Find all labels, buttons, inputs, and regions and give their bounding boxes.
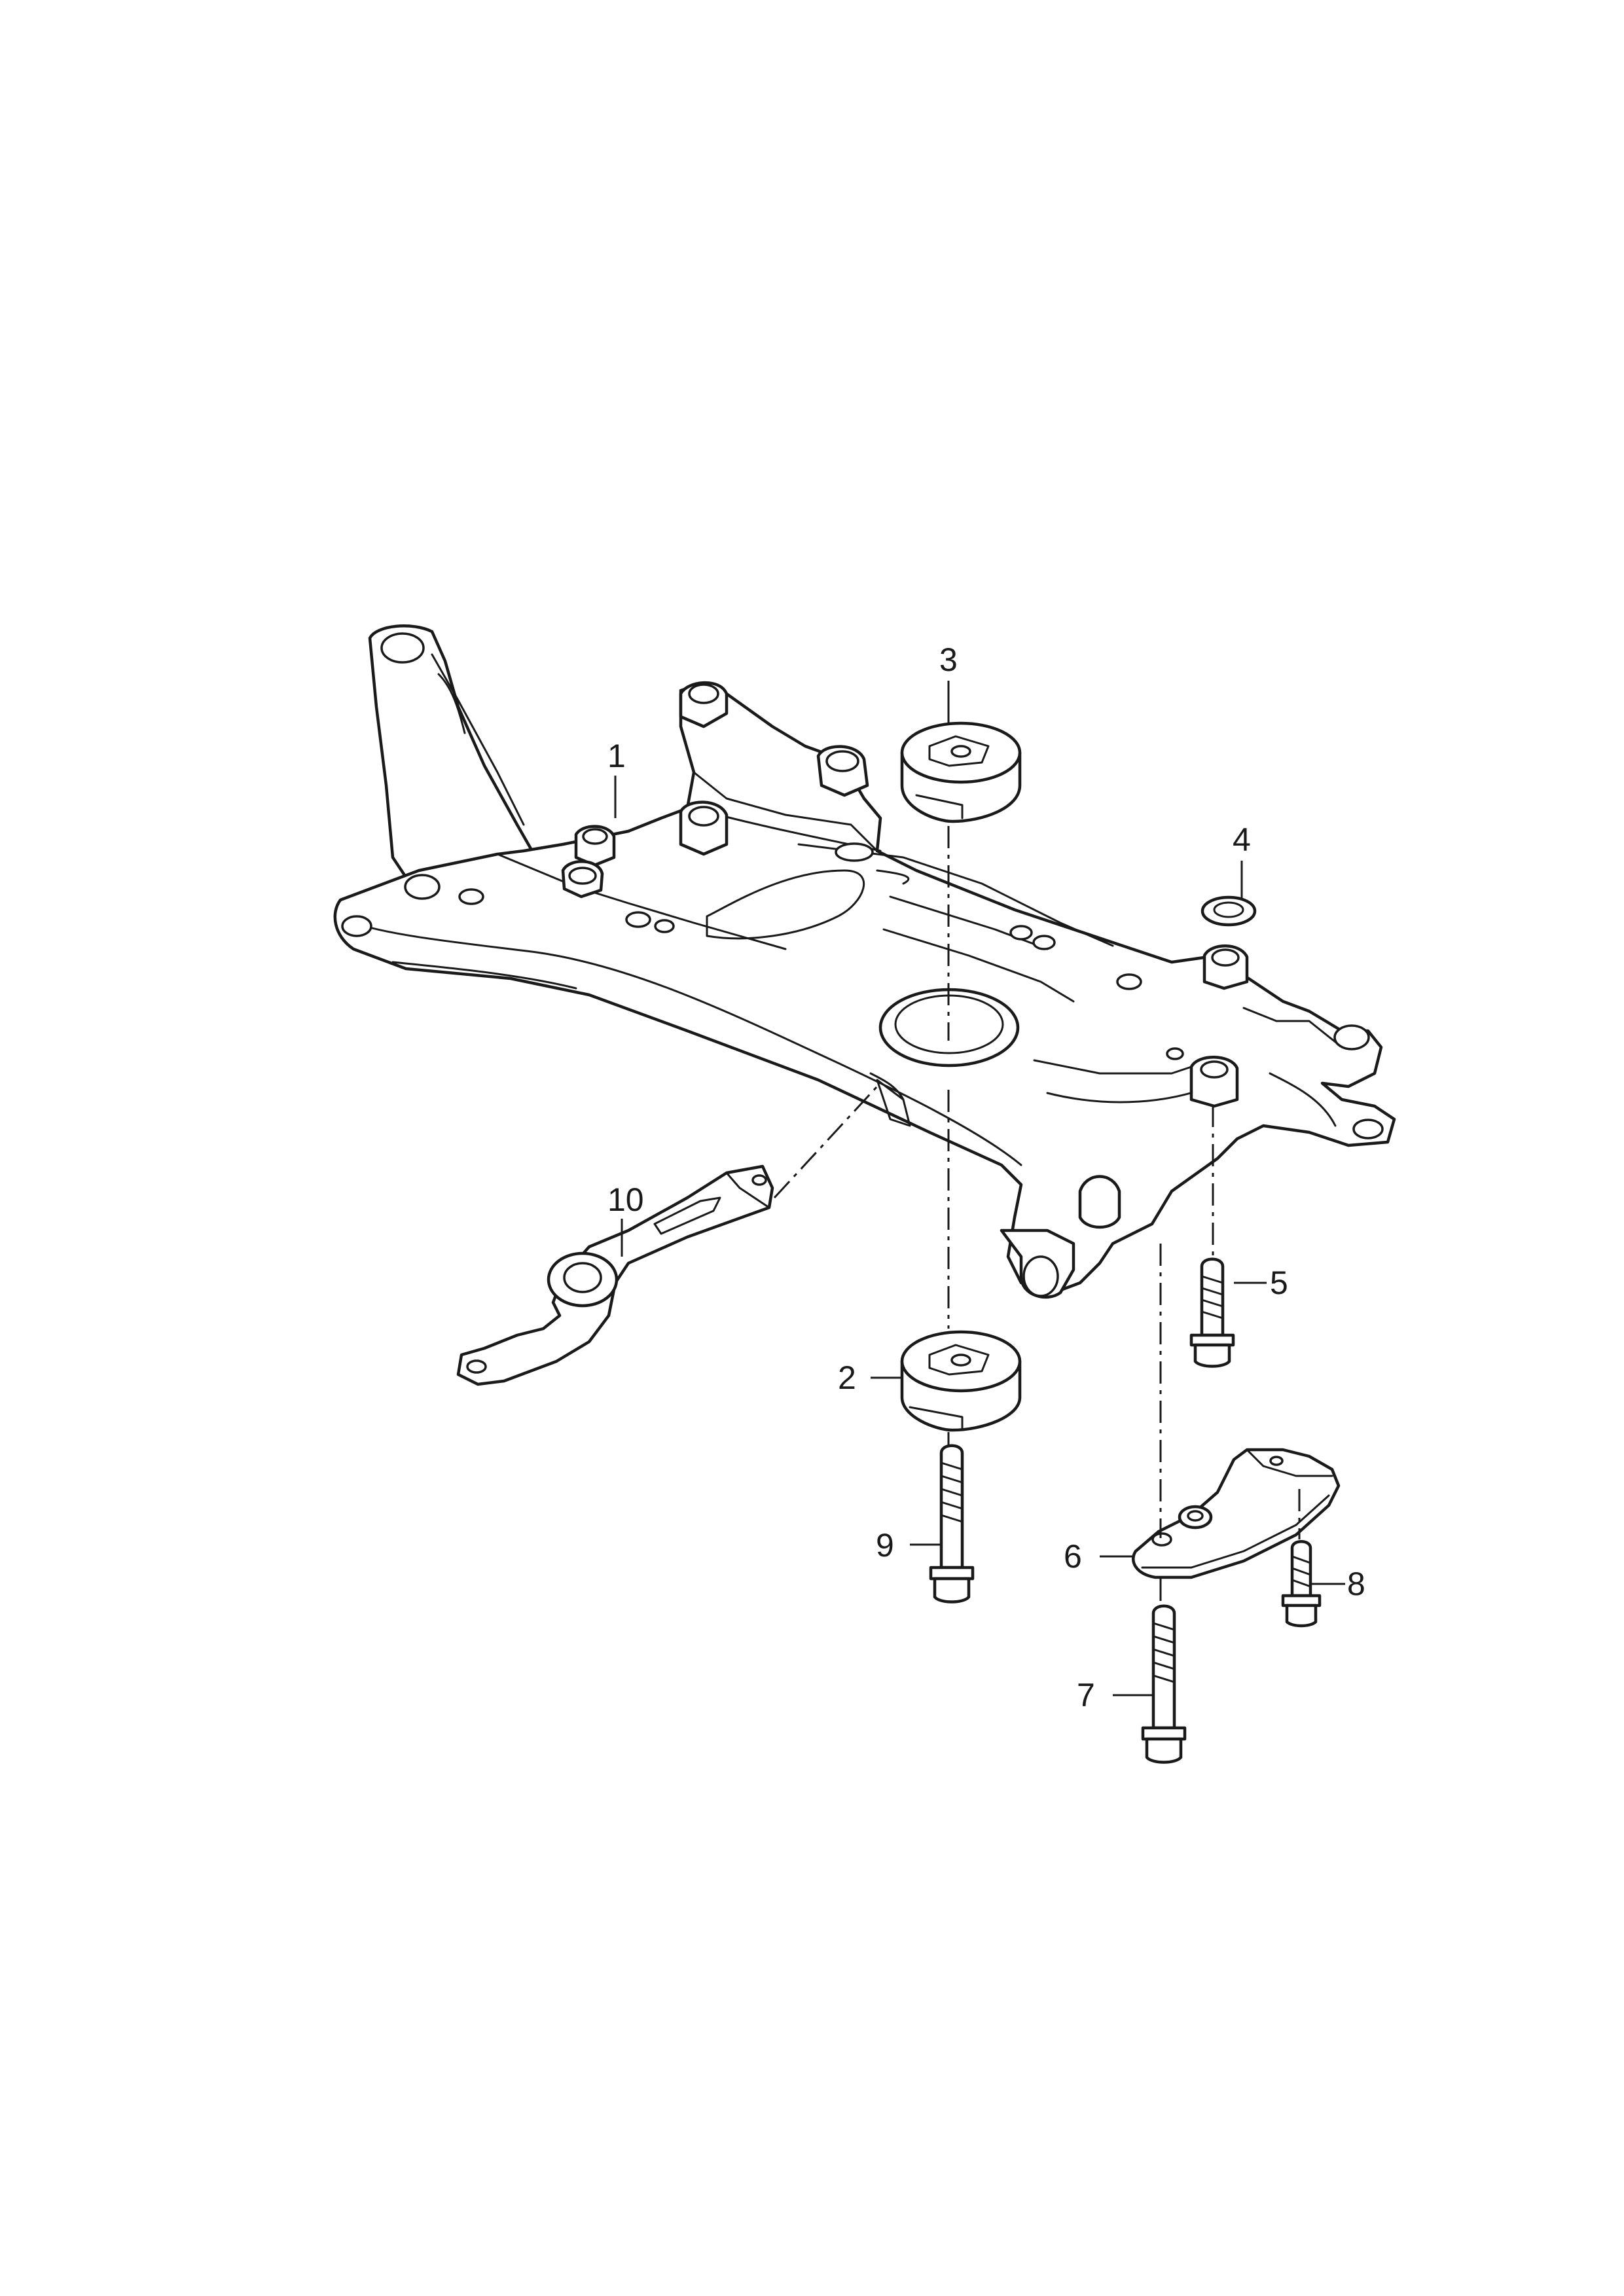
torque-arm xyxy=(456,1164,774,1386)
callout-2: 2 xyxy=(838,1359,856,1396)
callout-6: 6 xyxy=(1064,1538,1082,1575)
callout-1: 1 xyxy=(607,738,626,774)
bolt-5 xyxy=(1189,1257,1235,1368)
lower-bushing xyxy=(900,1330,1022,1432)
bolt-8 xyxy=(1281,1540,1322,1628)
upper-bushing xyxy=(900,721,1022,823)
callout-labels: 1 2 3 4 5 6 7 8 9 10 xyxy=(607,641,1365,1713)
washer xyxy=(1200,895,1257,927)
leader-lines xyxy=(614,681,1345,1696)
assembly-axes xyxy=(773,826,1301,1607)
callout-7: 7 xyxy=(1077,1677,1095,1713)
callout-4: 4 xyxy=(1233,821,1251,858)
subframe xyxy=(333,624,1396,1299)
callout-9: 9 xyxy=(876,1527,894,1564)
bolt-7 xyxy=(1141,1604,1187,1764)
callout-3: 3 xyxy=(939,641,958,678)
callout-8: 8 xyxy=(1347,1566,1365,1602)
callout-5: 5 xyxy=(1270,1265,1288,1301)
bracket xyxy=(1132,1448,1341,1579)
callout-10: 10 xyxy=(607,1181,644,1218)
bolt-9 xyxy=(929,1444,975,1604)
